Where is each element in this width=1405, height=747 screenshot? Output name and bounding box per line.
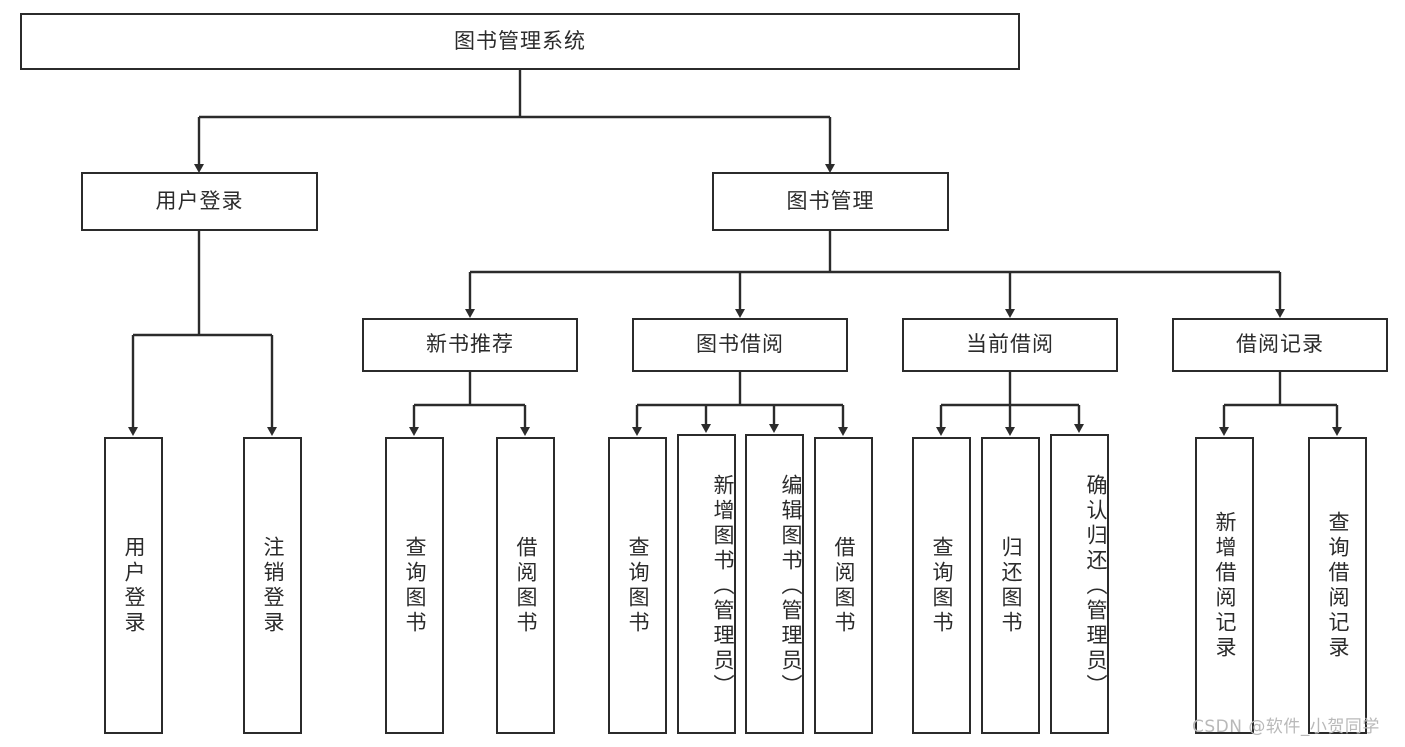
node-leaf-confirm-return[interactable]: 确认归还（管理员） xyxy=(1050,434,1109,734)
node-book-management[interactable]: 图书管理 xyxy=(712,172,949,231)
node-leaf-add-record[interactable]: 新增借阅记录 xyxy=(1195,437,1254,734)
node-user-login[interactable]: 用户登录 xyxy=(81,172,318,231)
node-root[interactable]: 图书管理系统 xyxy=(20,13,1020,70)
node-leaf-borrow-book-1[interactable]: 借阅图书 xyxy=(496,437,555,734)
node-leaf-edit-book[interactable]: 编辑图书（管理员） xyxy=(745,434,804,734)
node-borrow-record[interactable]: 借阅记录 xyxy=(1172,318,1388,372)
node-user-login-label: 用户登录 xyxy=(155,188,244,213)
node-leaf-borrow-book-2[interactable]: 借阅图书 xyxy=(814,437,873,734)
node-new-book-recommend-label: 新书推荐 xyxy=(426,332,514,357)
node-leaf-edit-book-label: 编辑图书（管理员） xyxy=(779,473,803,699)
node-leaf-return-book[interactable]: 归还图书 xyxy=(981,437,1040,734)
node-leaf-confirm-return-label: 确认归还（管理员） xyxy=(1084,473,1108,699)
node-leaf-add-book[interactable]: 新增图书（管理员） xyxy=(677,434,736,734)
node-leaf-user-logout[interactable]: 注销登录 xyxy=(243,437,302,734)
node-leaf-user-login[interactable]: 用户登录 xyxy=(104,437,163,734)
node-leaf-query-record-label: 查询借阅记录 xyxy=(1326,510,1351,661)
node-leaf-add-record-label: 新增借阅记录 xyxy=(1213,510,1238,661)
node-leaf-query-book-2-label: 查询图书 xyxy=(626,535,651,636)
node-leaf-query-book-2[interactable]: 查询图书 xyxy=(608,437,667,734)
node-leaf-user-login-label: 用户登录 xyxy=(122,535,147,636)
node-leaf-borrow-book-2-label: 借阅图书 xyxy=(832,535,857,636)
node-book-borrow[interactable]: 图书借阅 xyxy=(632,318,848,372)
node-leaf-user-logout-label: 注销登录 xyxy=(261,535,286,636)
node-new-book-recommend[interactable]: 新书推荐 xyxy=(362,318,578,372)
node-leaf-add-book-label: 新增图书（管理员） xyxy=(711,473,735,699)
node-leaf-borrow-book-1-label: 借阅图书 xyxy=(514,535,539,636)
node-leaf-query-book-1-label: 查询图书 xyxy=(403,535,428,636)
node-leaf-query-book-3[interactable]: 查询图书 xyxy=(912,437,971,734)
node-borrow-record-label: 借阅记录 xyxy=(1236,332,1324,357)
node-leaf-return-book-label: 归还图书 xyxy=(999,535,1024,636)
node-root-label: 图书管理系统 xyxy=(454,28,586,53)
node-current-borrow-label: 当前借阅 xyxy=(966,332,1054,357)
node-book-management-label: 图书管理 xyxy=(786,188,875,213)
node-leaf-query-book-1[interactable]: 查询图书 xyxy=(385,437,444,734)
node-leaf-query-book-3-label: 查询图书 xyxy=(930,535,955,636)
node-leaf-query-record[interactable]: 查询借阅记录 xyxy=(1308,437,1367,734)
node-book-borrow-label: 图书借阅 xyxy=(696,332,784,357)
node-current-borrow[interactable]: 当前借阅 xyxy=(902,318,1118,372)
